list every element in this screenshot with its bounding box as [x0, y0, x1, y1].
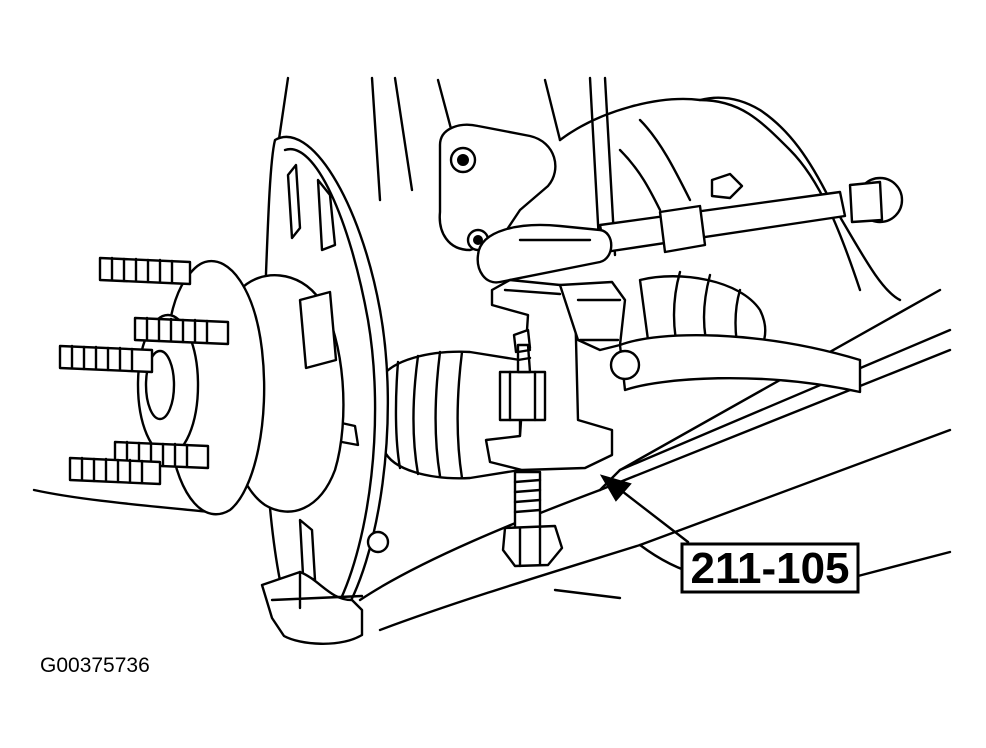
wheel-stud-icon [58, 344, 154, 374]
lower-ball-joint [260, 530, 390, 645]
figure-id: G00375736 [40, 654, 150, 677]
ball-joint-separator-tool [484, 278, 627, 568]
nut-icon [366, 530, 390, 554]
tie-rod [598, 172, 904, 254]
tool-number-label: 211-105 [690, 544, 849, 593]
tie-rod-end [476, 223, 613, 284]
tool-nut-icon [498, 370, 547, 422]
ground-lines [32, 488, 622, 600]
tool-bolt-head-icon [501, 524, 564, 568]
strut-upper [268, 76, 617, 262]
callout-arrow [599, 474, 690, 544]
wheel-stud-icon [133, 316, 230, 346]
nut-icon [710, 172, 744, 200]
upper-bracket [438, 123, 557, 252]
tool-callout-box: 211-105 [680, 542, 952, 594]
wheel-hub [136, 259, 345, 516]
wheel-stud-icon [68, 456, 162, 486]
wheel-stud-icon [98, 256, 192, 286]
control-arm-tube [609, 333, 862, 394]
wheel-studs [58, 256, 230, 486]
